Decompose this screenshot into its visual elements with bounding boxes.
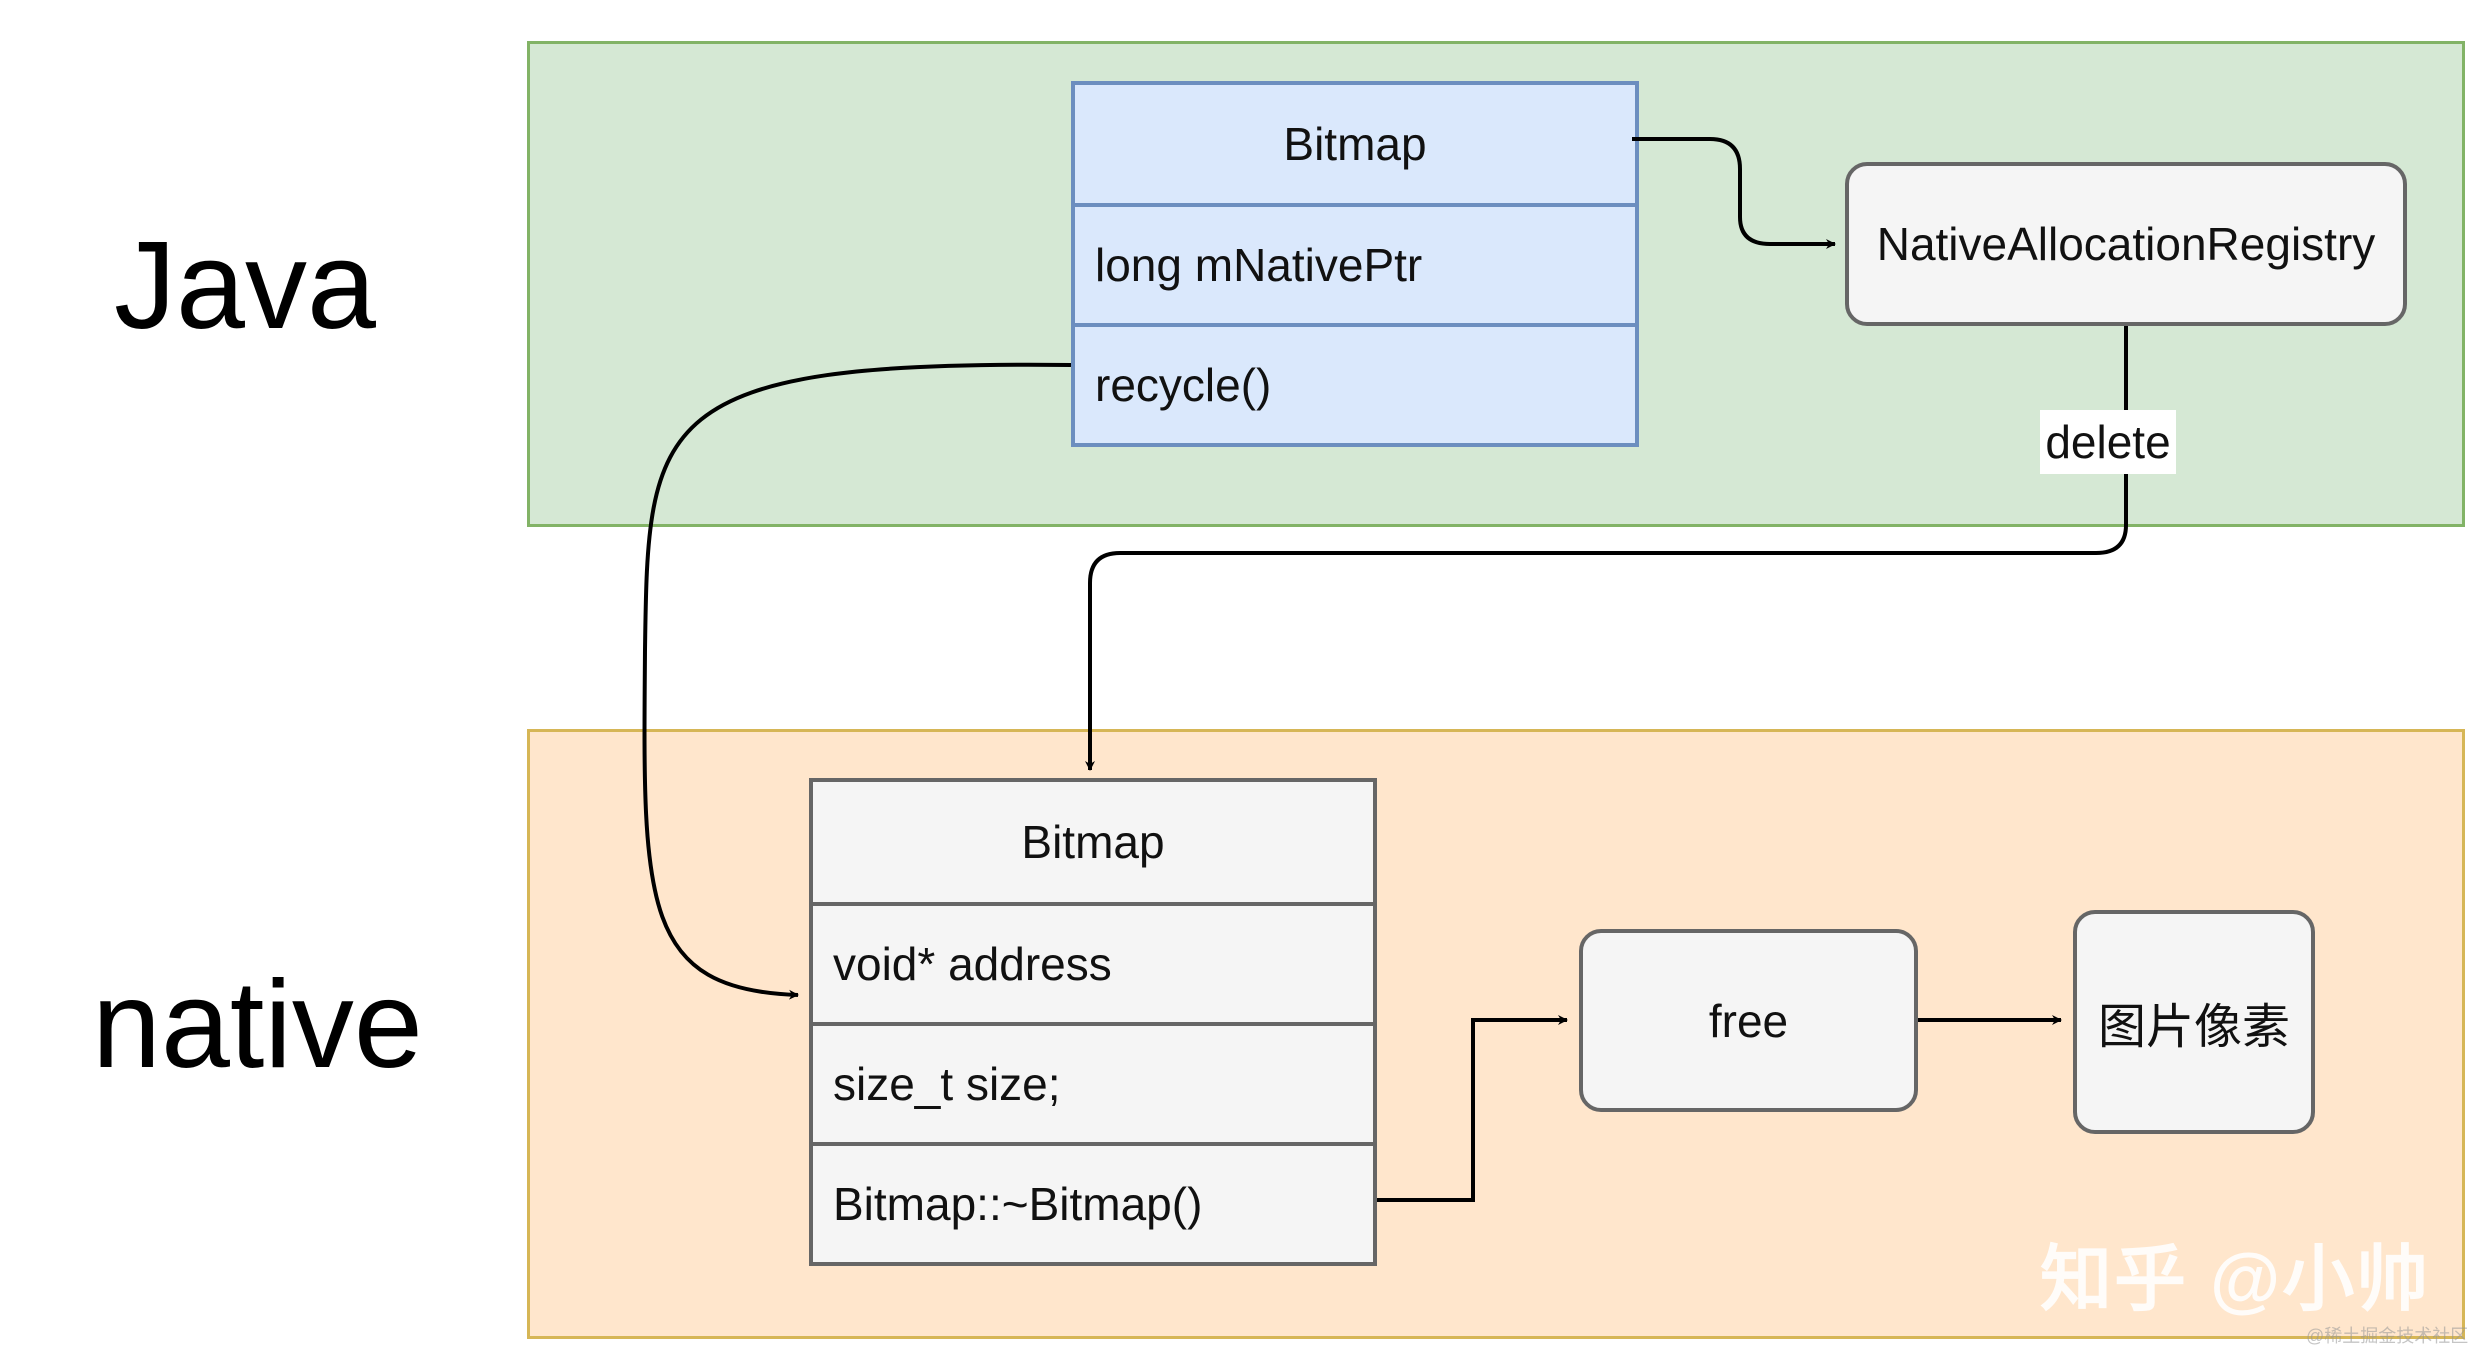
java-field-native-ptr: long mNativePtr: [1075, 203, 1635, 323]
native-field-size: size_t size;: [813, 1022, 1373, 1142]
edge-bitmap-to-registry: [1632, 137, 1836, 249]
edge-recycle-to-address: [642, 362, 1072, 1000]
native-allocation-registry-node[interactable]: NativeAllocationRegistry: [1845, 162, 2407, 326]
edge-destructor-to-free: [1377, 1015, 1568, 1202]
java-bitmap-title: Bitmap: [1283, 118, 1427, 170]
java-layer-label: Java: [114, 217, 376, 355]
zhihu-watermark: 知乎 @小帅: [2040, 1240, 2431, 1320]
native-layer-label: native: [92, 956, 423, 1094]
source-watermark: @稀土掘金技术社区: [2306, 1326, 2469, 1346]
native-destructor: Bitmap::~Bitmap(): [813, 1142, 1373, 1262]
edge-registry-delete: [1085, 326, 2128, 771]
native-bitmap-class[interactable]: Bitmap void* address size_t size; Bitmap…: [809, 778, 1377, 1266]
java-method-recycle: recycle(): [1075, 323, 1635, 443]
free-node[interactable]: free: [1579, 929, 1918, 1112]
delete-edge-label: delete: [2040, 410, 2176, 474]
native-field-address: void* address: [813, 902, 1373, 1022]
java-bitmap-class[interactable]: Bitmap long mNativePtr recycle(): [1071, 81, 1639, 447]
native-bitmap-title: Bitmap: [1021, 816, 1165, 868]
image-pixels-node[interactable]: 图片像素: [2073, 910, 2315, 1134]
